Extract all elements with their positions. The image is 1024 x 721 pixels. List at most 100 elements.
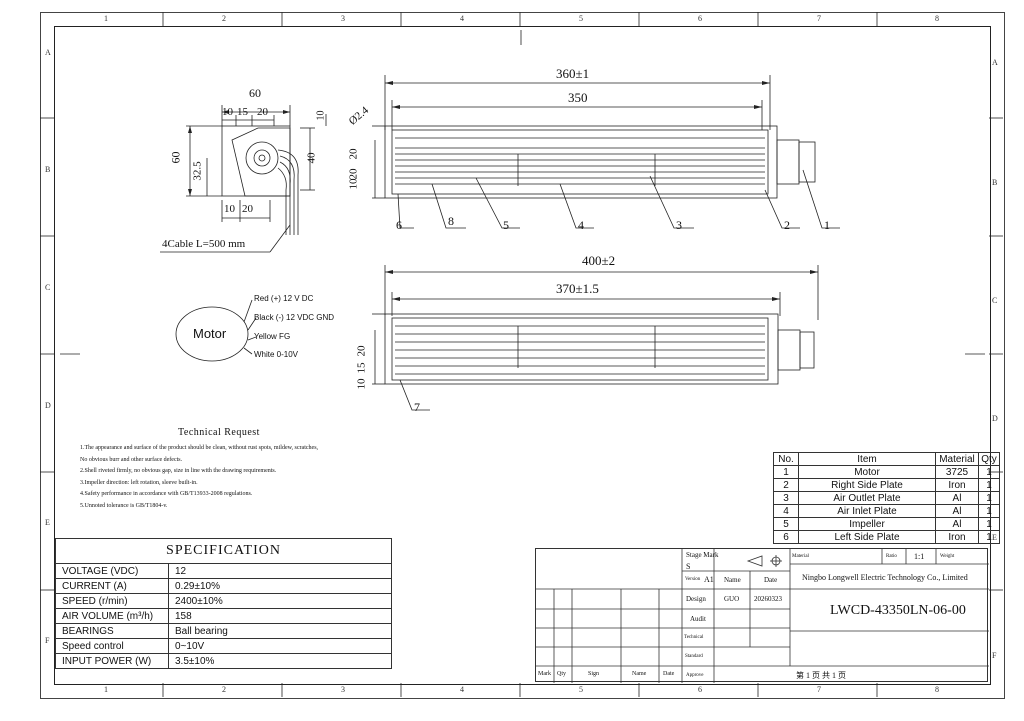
callout-4: 4 — [578, 218, 584, 232]
stage-mark: Stage Mark — [686, 551, 719, 559]
spec-title: SPECIFICATION — [55, 538, 392, 563]
parts-cell: Right Side Plate — [798, 478, 936, 492]
parts-header-cell: Material — [935, 452, 979, 466]
footer-date: Date — [663, 671, 675, 677]
parts-cell: 5 — [773, 517, 799, 531]
dim-height: 60 — [168, 151, 183, 164]
col-label: 1 — [104, 685, 108, 694]
spec-value: 12 — [168, 563, 392, 579]
row-label: C — [992, 296, 998, 305]
row-label: A — [45, 48, 51, 57]
spec-row: AIR VOLUME (m³/h)158 — [55, 608, 392, 624]
parts-cell: 1 — [978, 478, 1000, 492]
col-label: 4 — [460, 685, 464, 694]
callout-2: 2 — [784, 218, 790, 232]
spec-value: Ball bearing — [168, 623, 392, 639]
tech-line: 3.Impeller direction: left rotation, sle… — [80, 479, 198, 486]
wire-white: White 0-10V — [254, 350, 299, 359]
dim-left: 20 — [355, 345, 368, 357]
standard-label: Standard — [685, 654, 703, 659]
parts-cell: Impeller — [798, 517, 936, 531]
parts-cell: 1 — [978, 530, 1000, 544]
drawing-frame — [54, 26, 991, 685]
version-label: Version — [685, 577, 701, 582]
dim-left: 20 — [347, 148, 360, 160]
motor-label: Motor — [193, 326, 227, 341]
company-name: Ningbo Longwell Electric Technology Co.,… — [802, 573, 968, 582]
col-label: 1 — [104, 14, 108, 23]
tech-line: No obvious burr and other surface defect… — [80, 456, 183, 463]
parts-cell: Air Inlet Plate — [798, 504, 936, 518]
title-block-grid — [536, 549, 989, 683]
dim-overall: 400±2 — [582, 253, 616, 268]
row-label: B — [45, 165, 51, 174]
dim-height-inner: 32.5 — [191, 161, 204, 181]
dim-inner: 350 — [568, 90, 588, 105]
spec-label: INPUT POWER (W) — [55, 653, 169, 669]
parts-cell: 3725 — [935, 465, 979, 479]
parts-cell: 1 — [978, 465, 1000, 479]
spec-label: BEARINGS — [55, 623, 169, 639]
spec-row: CURRENT (A)0.29±10% — [55, 578, 392, 594]
dim-bottom: 20 — [242, 203, 253, 215]
page-count: 第 1 页 共 1 页 — [796, 671, 846, 680]
col-label: 8 — [935, 14, 939, 23]
name-label: Name — [724, 576, 741, 584]
dim-sub: 10 — [222, 106, 233, 118]
row-label: D — [992, 414, 998, 423]
col-label: 6 — [698, 685, 702, 694]
footer-sign: Sign — [588, 671, 600, 677]
col-label: 5 — [579, 685, 583, 694]
drawing-number: LWCD-43350LN-06-00 — [830, 603, 966, 618]
row-label: F — [992, 651, 997, 660]
technical-label: Technical — [684, 635, 704, 640]
outer-border — [40, 12, 1005, 699]
spec-value: 0.29±10% — [168, 578, 392, 594]
tech-line: 2.Shell riveted firmly, no obvious gap, … — [80, 468, 277, 474]
parts-cell: 6 — [773, 530, 799, 544]
callout-3: 3 — [676, 218, 682, 232]
spec-value: 3.5±10% — [168, 653, 392, 669]
callout-8: 8 — [448, 214, 454, 228]
spec-row: INPUT POWER (W)3.5±10% — [55, 653, 392, 669]
col-label: 2 — [222, 685, 226, 694]
parts-cell: Al — [935, 517, 979, 531]
designer: GUO — [724, 595, 740, 603]
dim-left: 10 — [347, 178, 360, 190]
spec-row: SPEED (r/min)2400±10% — [55, 593, 392, 609]
col-label: 7 — [817, 685, 821, 694]
parts-cell: 1 — [773, 465, 799, 479]
tech-line: 1.The appearance and surface of the prod… — [80, 445, 319, 451]
parts-cell: Al — [935, 504, 979, 518]
spec-label: CURRENT (A) — [55, 578, 169, 594]
callout-5: 5 — [503, 218, 509, 232]
parts-cell: Air Outlet Plate — [798, 491, 936, 505]
dim-sub: 15 — [237, 106, 248, 118]
row-label: D — [45, 401, 51, 410]
tech-line: 4.Safety performance in accordance with … — [80, 491, 253, 497]
parts-cell: 1 — [978, 491, 1000, 505]
row-label: C — [45, 283, 51, 292]
spec-value: 2400±10% — [168, 593, 392, 609]
stage-s: S — [686, 562, 691, 571]
spec-label: Speed control — [55, 638, 169, 654]
callout-1: 1 — [824, 218, 830, 232]
material-label: Material — [792, 554, 809, 559]
col-label: 6 — [698, 14, 702, 23]
cable-length: 4Cable L=500 mm — [162, 238, 246, 250]
spec-value: 0~10V — [168, 638, 392, 654]
dim-width: 60 — [249, 86, 261, 100]
technical-request-title: Technical Request — [178, 427, 260, 438]
ratio-label: Ratio — [886, 554, 897, 559]
footer-name: Name — [632, 671, 647, 677]
wire-red: Red (+) 12 V DC — [254, 294, 314, 303]
parts-cell: 2 — [773, 478, 799, 492]
parts-cell: 1 — [978, 504, 1000, 518]
audit-label: Audit — [690, 615, 706, 623]
